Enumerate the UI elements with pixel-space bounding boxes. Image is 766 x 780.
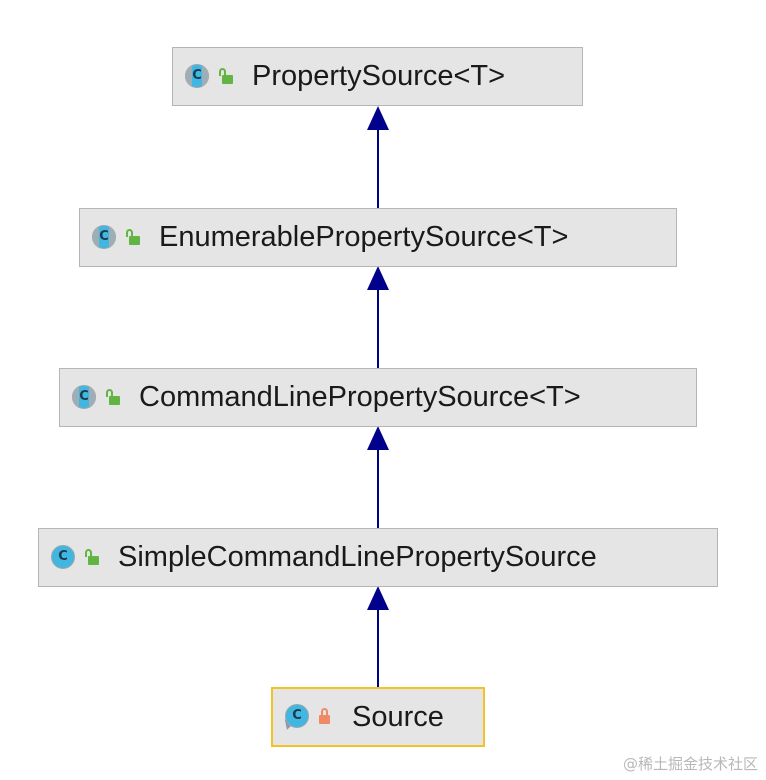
abstract-class-icon: C: [92, 224, 118, 251]
class-icon: C: [51, 544, 77, 571]
node-label: PropertySource<T>: [252, 60, 506, 92]
edge-source-to-simple: [367, 586, 389, 687]
public-lock-icon: [84, 548, 100, 567]
node-command-line-property-source[interactable]: C CommandLinePropertySource<T>: [59, 368, 697, 427]
abstract-class-icon: C: [72, 384, 98, 411]
watermark: @稀土掘金技术社区: [622, 755, 758, 773]
abstract-class-icon: C: [185, 63, 211, 90]
node-label: SimpleCommandLinePropertySource: [118, 541, 597, 573]
node-property-source[interactable]: C PropertySource<T>: [172, 47, 583, 106]
public-lock-icon: [125, 228, 141, 247]
node-label: CommandLinePropertySource<T>: [139, 381, 581, 413]
node-label: Source: [352, 700, 444, 733]
node-source[interactable]: C Source: [271, 687, 485, 747]
private-lock-icon: [318, 708, 334, 726]
node-simple-command-line-property-source[interactable]: C SimpleCommandLinePropertySource: [38, 528, 718, 587]
node-label: EnumerablePropertySource<T>: [159, 221, 569, 253]
edge-commandline-to-enumerable: [367, 266, 389, 368]
public-lock-icon: [218, 67, 234, 86]
runnable-class-icon: C: [280, 704, 311, 730]
edge-enumerable-to-propertysource: [367, 106, 389, 208]
edge-simple-to-commandline: [367, 426, 389, 528]
node-enumerable-property-source[interactable]: C EnumerablePropertySource<T>: [79, 208, 677, 267]
public-lock-icon: [105, 388, 121, 407]
